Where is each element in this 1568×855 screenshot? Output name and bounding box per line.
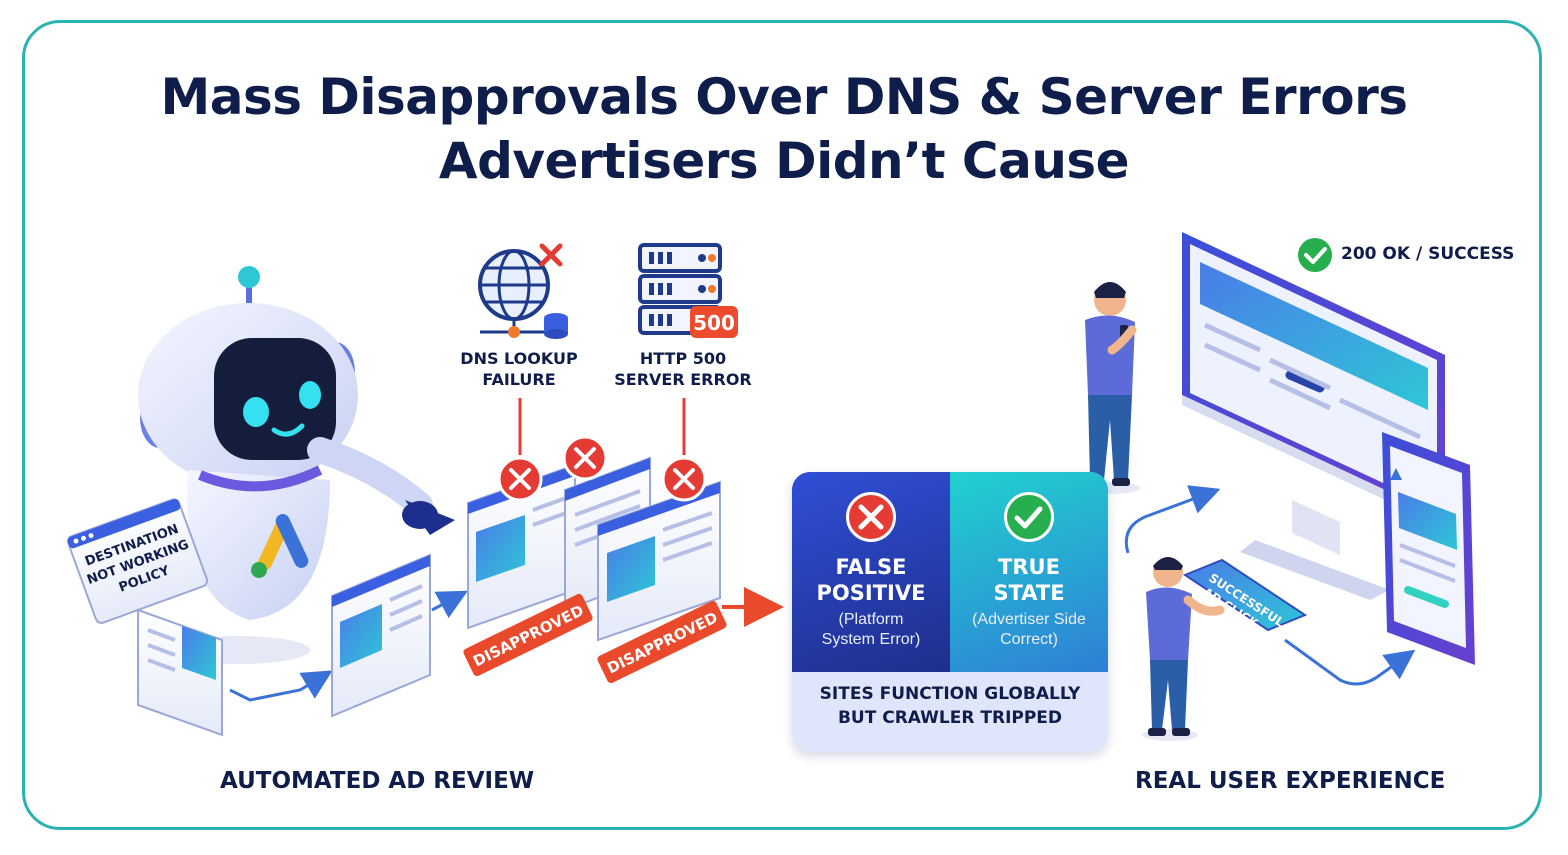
person-icon: [1084, 282, 1140, 494]
ad-card-source: [137, 608, 223, 737]
section-label-user: REAL USER EXPERIENCE: [1135, 768, 1446, 794]
ad-click-card: SUCCESSFUL AD CLICK: [1182, 558, 1308, 632]
policy-card: DESTINATION NOT WORKING POLICY: [67, 498, 209, 624]
server-icon: 500: [638, 243, 738, 338]
false-positive-panel: FALSE POSITIVE (Platform System Error): [792, 472, 950, 672]
false-positive-title-2: POSITIVE: [816, 581, 926, 605]
ads-logo-icon: [251, 514, 309, 578]
panel-footer-2: BUT CRAWLER TRIPPED: [837, 708, 1063, 728]
dns-label-2: FAILURE: [482, 370, 555, 389]
server-badge: 500: [693, 311, 735, 335]
false-positive-sub-2: System Error): [821, 631, 921, 648]
true-state-panel: TRUE STATE (Advertiser Side Correct): [950, 472, 1108, 672]
title-line-2: Advertisers Didn’t Cause: [438, 132, 1130, 190]
false-positive-title-1: FALSE: [835, 555, 907, 579]
phone-icon: [1382, 432, 1475, 665]
error-icon: [562, 435, 608, 481]
section-label-review: AUTOMATED AD REVIEW: [220, 768, 535, 794]
user-arrow-up: [1124, 485, 1221, 554]
error-icon: [661, 456, 707, 502]
error-icon: [497, 456, 543, 502]
panel-footer-1: SITES FUNCTION GLOBALLY: [819, 684, 1081, 704]
false-positive-sub-1: (Platform: [838, 611, 904, 628]
true-state-title-2: STATE: [993, 581, 1065, 605]
flow-arrow-2: [431, 590, 468, 619]
person-icon: [1142, 557, 1225, 741]
true-state-sub-2: Correct): [1000, 631, 1058, 648]
title-line-1: Mass Disapprovals Over DNS & Server Erro…: [160, 68, 1408, 126]
error-icon: [846, 492, 896, 542]
ad-card-middle: [331, 553, 431, 718]
status-ok-label: 200 OK / SUCCESS: [1341, 244, 1515, 264]
monitor-icon: [1182, 232, 1445, 600]
user-arrow-down: [1284, 638, 1416, 686]
dns-label-1: DNS LOOKUP: [460, 349, 578, 368]
http-label-1: HTTP 500: [640, 349, 726, 368]
globe-error-icon: [478, 243, 568, 339]
flow-arrow-1: [229, 670, 333, 702]
robot-icon: [138, 266, 455, 664]
http-label-2: SERVER ERROR: [614, 370, 751, 389]
check-icon: [1298, 238, 1332, 272]
true-state-title-1: TRUE: [998, 555, 1060, 579]
comparison-panel: FALSE POSITIVE (Platform System Error) T…: [792, 472, 1108, 752]
true-state-sub-1: (Advertiser Side: [972, 611, 1086, 628]
check-icon: [1004, 492, 1054, 542]
